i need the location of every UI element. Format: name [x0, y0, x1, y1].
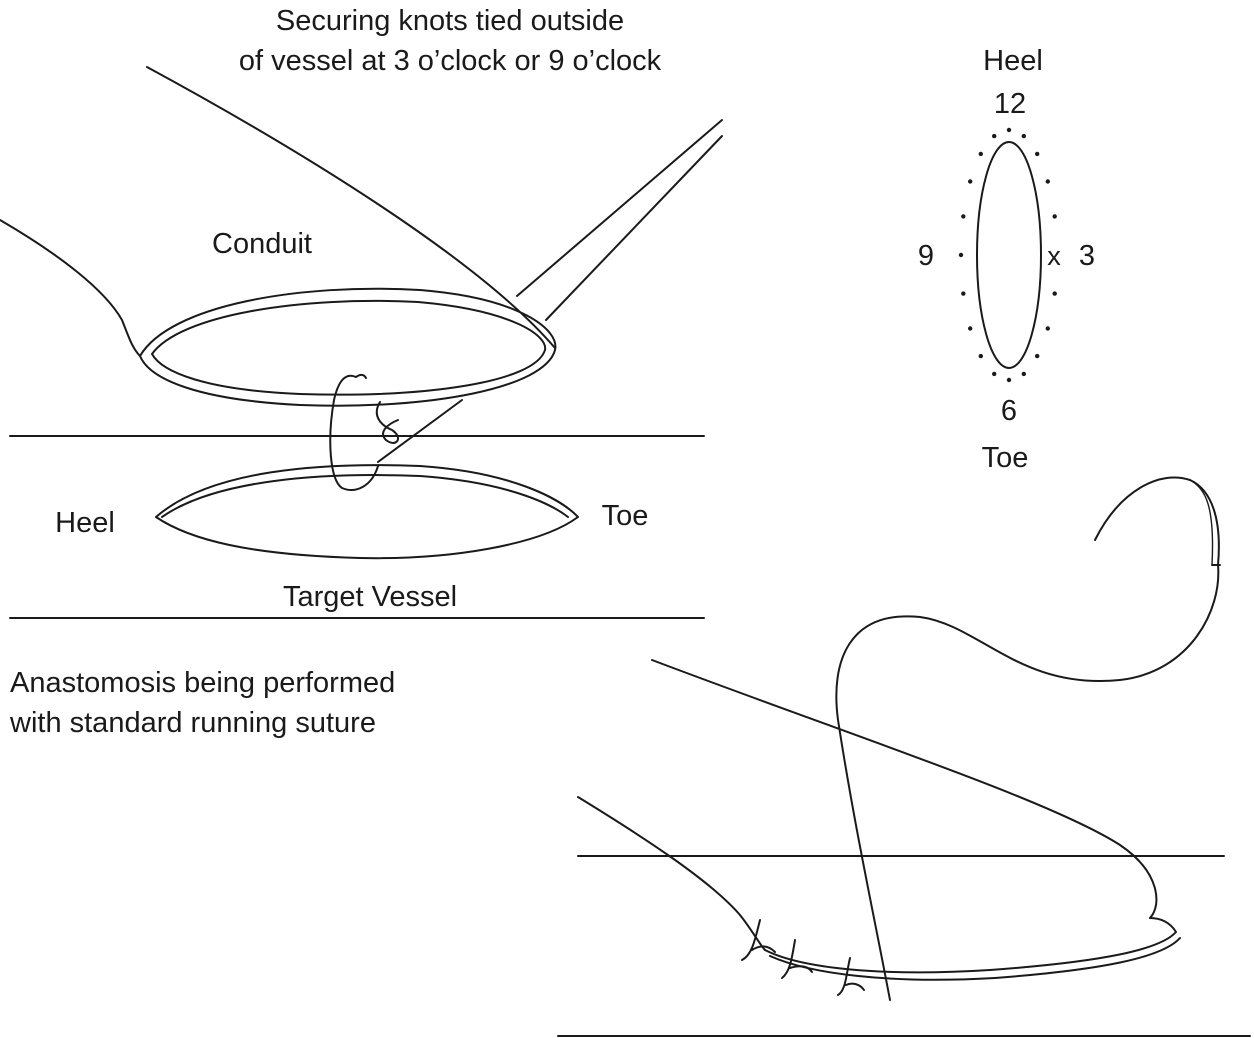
clock-x-mark: x [1047, 241, 1061, 271]
suture-dot [978, 151, 983, 157]
conduit-left-outline [0, 219, 141, 357]
suture-dot [1035, 151, 1040, 157]
suture-dot [1052, 214, 1057, 219]
suture-dot [1021, 133, 1026, 139]
needle-shaft [377, 399, 463, 463]
clock-heel-label: Heel [983, 45, 1043, 77]
suture-dot [1021, 371, 1026, 377]
stitch-1 [741, 919, 776, 961]
suture-dots [958, 127, 1057, 383]
lower-anastomosis-inner [769, 937, 1181, 981]
top-caption-line-1: Securing knots tied outside [276, 5, 624, 37]
suture-dot [961, 214, 966, 219]
suture-end [355, 373, 367, 379]
suture-dot [958, 252, 964, 258]
heel-label: Heel [55, 507, 115, 539]
suture-dot [968, 179, 973, 184]
suture-dot [992, 133, 997, 139]
bottom-caption-line-1: Anastomosis being performed [10, 667, 395, 699]
arteriotomy-inner [161, 474, 569, 518]
instrument-line-upper [516, 119, 723, 297]
running-suture-drawing [557, 476, 1251, 1037]
curved-needle-outer [1094, 476, 1220, 566]
suture-dot [1045, 179, 1051, 184]
suture-dot [1006, 377, 1012, 383]
clock-3-label: 3 [1079, 240, 1095, 272]
suture-dot [992, 371, 997, 377]
conduit-upper-outline [146, 66, 556, 349]
lower-conduit-left-outline [577, 796, 766, 951]
suture-dot [1006, 127, 1012, 133]
conduit-mouth-outer [139, 287, 557, 407]
clock-12-label: 12 [994, 88, 1026, 120]
suture-loop [329, 374, 379, 491]
suture-dot [1035, 353, 1040, 359]
curved-needle-inner [1189, 479, 1214, 566]
clock-toe-label: Toe [982, 442, 1029, 474]
toe-label: Toe [602, 500, 649, 532]
suture-dot [1052, 291, 1057, 296]
conduit-mouth-inner [151, 299, 547, 396]
lower-anastomosis-outer [764, 917, 1177, 974]
instrument-line-lower [545, 135, 723, 321]
conduit-and-vessel-drawing [0, 66, 723, 619]
conduit-label: Conduit [212, 228, 312, 260]
stitch-3 [837, 957, 865, 996]
suture-dot [978, 353, 983, 359]
running-suture-thread [835, 564, 1220, 1001]
stitch-2 [781, 939, 813, 979]
clock-6-label: 6 [1001, 395, 1017, 427]
target-vessel-label: Target Vessel [283, 581, 457, 613]
suture-dot [1045, 326, 1051, 331]
bottom-caption-line-2: with standard running suture [9, 707, 376, 739]
clock-face-diagram [958, 127, 1057, 383]
lower-conduit-upper-outline [651, 659, 1158, 919]
arteriotomy-clock-ellipse [976, 141, 1042, 369]
clock-9-label: 9 [918, 240, 934, 272]
suture-dot [968, 326, 973, 331]
suture-dot [961, 291, 966, 296]
arteriotomy-outer [155, 464, 579, 560]
top-caption-line-2: of vessel at 3 o’clock or 9 o’clock [239, 45, 662, 77]
suture-twist [375, 401, 399, 444]
